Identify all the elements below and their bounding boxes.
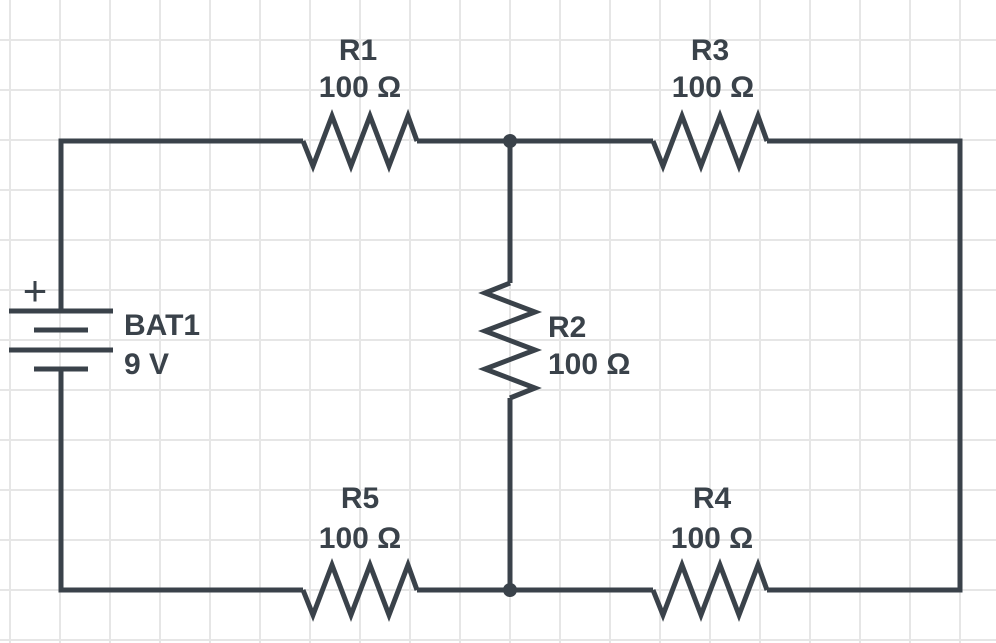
resistor-r2-name-label: R2: [548, 311, 586, 344]
wires: [58, 138, 963, 593]
resistor-r3-value-label: 100 Ω: [672, 71, 754, 104]
resistor-r4-value-label: 100 Ω: [671, 522, 753, 555]
wire-bottomleft: [58, 369, 303, 593]
resistor-r2-value-label: 100 Ω: [548, 348, 630, 381]
resistor-r3-zigzag: [650, 108, 770, 174]
resistor-r5-zigzag: [300, 557, 420, 623]
wire-topleft: [58, 138, 303, 311]
resistor-r4-zigzag: [650, 557, 770, 623]
resistor-r1-value-label: 100 Ω: [319, 71, 401, 104]
battery-name-label: BAT1: [124, 309, 200, 342]
battery-value-label: 9 V: [124, 348, 169, 381]
junction-dot-bottom: [503, 583, 517, 597]
resistor-r5-value-label: 100 Ω: [319, 522, 401, 555]
resistor-r1-zigzag: [300, 108, 420, 174]
resistor-r2-zigzag: [477, 280, 543, 401]
resistor-r2[interactable]: R2 100 Ω: [477, 280, 630, 401]
resistor-r3[interactable]: R3 100 Ω: [650, 34, 770, 174]
resistor-r1-name-label: R1: [339, 34, 377, 67]
junction-dot-top: [503, 134, 517, 148]
resistor-r1[interactable]: R1 100 Ω: [300, 34, 420, 174]
resistor-r5-name-label: R5: [341, 482, 379, 515]
wire-right: [767, 138, 963, 593]
resistor-r5[interactable]: R5 100 Ω: [300, 482, 420, 623]
resistor-r4-name-label: R4: [693, 482, 732, 515]
battery-positive-sign: +: [23, 267, 48, 314]
battery-bat1[interactable]: + BAT1 9 V: [9, 267, 200, 381]
resistor-r3-name-label: R3: [691, 34, 729, 67]
resistor-r4[interactable]: R4 100 Ω: [650, 482, 770, 623]
